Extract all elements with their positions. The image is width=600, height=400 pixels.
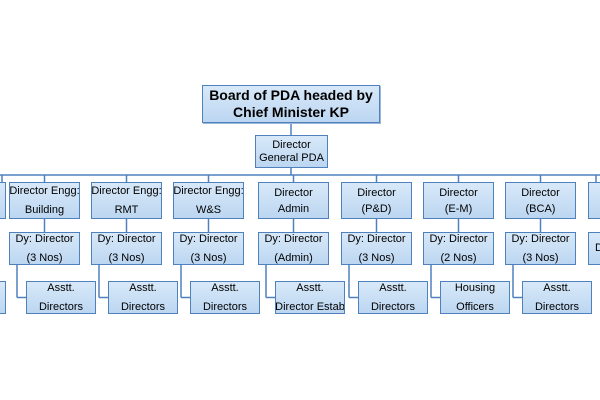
- deputy-box-3: Dy: Director (Admin): [258, 232, 329, 265]
- dg-line1: Director: [272, 138, 311, 151]
- deputy-box-2-line1: Dy: Director: [179, 232, 238, 245]
- assistant-box-6: Asstt. Directors: [522, 281, 592, 314]
- board-title-line1: Board of PDA headed by: [209, 87, 373, 103]
- deputy-box-1-line1: Dy: Director: [97, 232, 156, 245]
- director-box-4-line1: Director: [357, 187, 396, 199]
- board-box: Board of PDA headed by Chief Minister KP: [202, 85, 380, 123]
- deputy-box-0-line2: (3 Nos): [26, 251, 63, 264]
- assistant-box-5-line1: Housing: [454, 281, 496, 294]
- assistant-box-0: Asstt. Directors: [26, 281, 96, 314]
- director-box-3-line2: Admin: [277, 203, 310, 215]
- deputy-box-4-line2: (3 Nos): [358, 251, 395, 264]
- assistant-box-3: Asstt. Director Estab: [275, 281, 345, 314]
- assistant-box-4: Asstt. Directors: [358, 281, 428, 314]
- director-box-4-line2: (P&D): [361, 203, 392, 215]
- director-box-0: Director Engg: Building: [9, 182, 80, 219]
- director-box-1-line2: RMT: [114, 203, 139, 216]
- director-box-6-line2: (BCA): [525, 203, 556, 215]
- director-box-6: Director (BCA): [505, 182, 576, 219]
- deputy-box-3-line2: (Admin): [274, 251, 313, 264]
- director-box-0-line1: Director Engg:: [9, 184, 80, 197]
- assistant-box-4-line1: Asstt.: [379, 281, 407, 294]
- deputy-box-5-line1: Dy: Director: [429, 232, 488, 245]
- deputy-box-6: Dy: Director (3 Nos): [505, 232, 576, 265]
- director-box-2-line1: Director Engg:: [173, 184, 244, 197]
- deputy-box-0: Dy: Director (3 Nos): [9, 232, 80, 265]
- director-box-5-line2: (E-M): [444, 203, 473, 215]
- director-general-box: Director General PDA: [255, 135, 328, 168]
- director-box-5-line1: Director: [439, 187, 478, 199]
- assistant-box-3-line1: Asstt.: [296, 281, 324, 294]
- deputy-box-4: Dy: Director (3 Nos): [341, 232, 412, 265]
- director-box-2-line2: W&S: [195, 203, 222, 216]
- assistant-box-0-line2: Directors: [38, 300, 83, 313]
- deputy-box-3-line1: Dy: Director: [264, 232, 323, 245]
- right-edge-deputy-text: D: [595, 242, 600, 255]
- assistant-box-5-line2: Officers: [456, 300, 494, 313]
- assistant-box-2: Asstt. Directors: [190, 281, 260, 314]
- director-box-2: Director Engg: W&S: [173, 182, 244, 219]
- director-box-1: Director Engg: RMT: [91, 182, 162, 219]
- right-edge-deputy-box: D: [588, 232, 600, 265]
- deputy-box-1: Dy: Director (3 Nos): [91, 232, 162, 265]
- assistant-box-1: Asstt. Directors: [108, 281, 178, 314]
- director-box-3-line1: Director: [274, 187, 313, 199]
- left-edge-director-box: [0, 182, 6, 219]
- assistant-box-4-line2: Directors: [370, 300, 415, 313]
- board-title-line2: Chief Minister KP: [233, 104, 349, 120]
- assistant-box-6-line1: Asstt.: [543, 281, 571, 294]
- director-box-1-line1: Director Engg:: [91, 184, 162, 197]
- director-box-0-line2: Building: [24, 203, 65, 216]
- assistant-box-6-line2: Directors: [534, 300, 579, 313]
- director-box-5: Director (E-M): [423, 182, 494, 219]
- deputy-box-2: Dy: Director (3 Nos): [173, 232, 244, 265]
- left-edge-assistant-box: [0, 281, 6, 314]
- deputy-box-6-line1: Dy: Director: [511, 232, 570, 245]
- right-edge-director-box: [588, 182, 600, 219]
- deputy-box-4-line1: Dy: Director: [347, 232, 406, 245]
- assistant-box-2-line1: Asstt.: [211, 281, 239, 294]
- assistant-box-1-line1: Asstt.: [129, 281, 157, 294]
- deputy-box-5: Dy: Director (2 Nos): [423, 232, 494, 265]
- deputy-box-5-line2: (2 Nos): [440, 251, 477, 264]
- deputy-box-6-line2: (3 Nos): [522, 251, 559, 264]
- assistant-box-1-line2: Directors: [120, 300, 165, 313]
- dg-line2: General PDA: [259, 151, 324, 164]
- assistant-box-3-line2: Director Estab: [275, 300, 345, 313]
- deputy-box-0-line1: Dy: Director: [15, 232, 74, 245]
- director-box-6-line1: Director: [521, 187, 560, 199]
- director-box-4: Director (P&D): [341, 182, 412, 219]
- assistant-box-0-line1: Asstt.: [47, 281, 75, 294]
- deputy-box-2-line2: (3 Nos): [190, 251, 227, 264]
- assistant-box-2-line2: Directors: [202, 300, 247, 313]
- deputy-box-1-line2: (3 Nos): [108, 251, 145, 264]
